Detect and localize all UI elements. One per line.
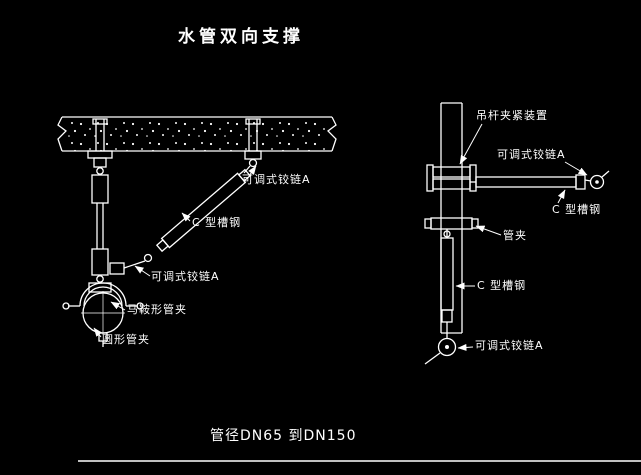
vertical-channel-brace — [424, 229, 457, 365]
label-c-channel-vertical: C 型槽钢 — [477, 279, 527, 292]
pipe-diameter-note: 管径DN65 到DN150 — [210, 428, 357, 444]
label-adjustable-hinge-bottom-right-view: 可调式铰链A — [475, 339, 544, 352]
slab-anchor-bolt-left — [92, 118, 108, 151]
label-saddle-clamp: 马鞍形管夹 — [127, 303, 187, 316]
diagonal-channel-brace — [109, 150, 262, 275]
label-adjustable-hinge-bottom-left-view: 可调式铰链A — [151, 270, 220, 283]
label-rod-clamping-device: 吊杆夹紧装置 — [476, 109, 548, 122]
label-adjustable-hinge-top-left-view: 可调式铰链A — [242, 173, 311, 186]
label-c-channel-horizontal: C 型槽钢 — [552, 203, 602, 216]
slab-anchor-bolt-right — [245, 118, 261, 151]
ceiling-slab — [57, 116, 337, 152]
label-c-channel-left-view: C 型槽钢 — [192, 216, 242, 229]
drawing-title: 水管双向支撑 — [178, 27, 304, 47]
round-pipe-section — [81, 291, 125, 347]
leader-arrows-right — [455, 123, 588, 351]
lower-pipe-clamp — [424, 217, 479, 230]
label-adjustable-hinge-right-view: 可调式铰链A — [497, 148, 566, 161]
hanger-rod-assembly — [87, 150, 113, 293]
rod-clamping-device — [426, 164, 477, 192]
label-pipe-clamp: 管夹 — [503, 229, 527, 242]
leader-arrows-left — [93, 165, 257, 338]
saddle-clamp — [62, 282, 144, 310]
label-round-clamp: 圆形管夹 — [102, 333, 150, 346]
horizontal-channel-brace — [470, 170, 610, 190]
